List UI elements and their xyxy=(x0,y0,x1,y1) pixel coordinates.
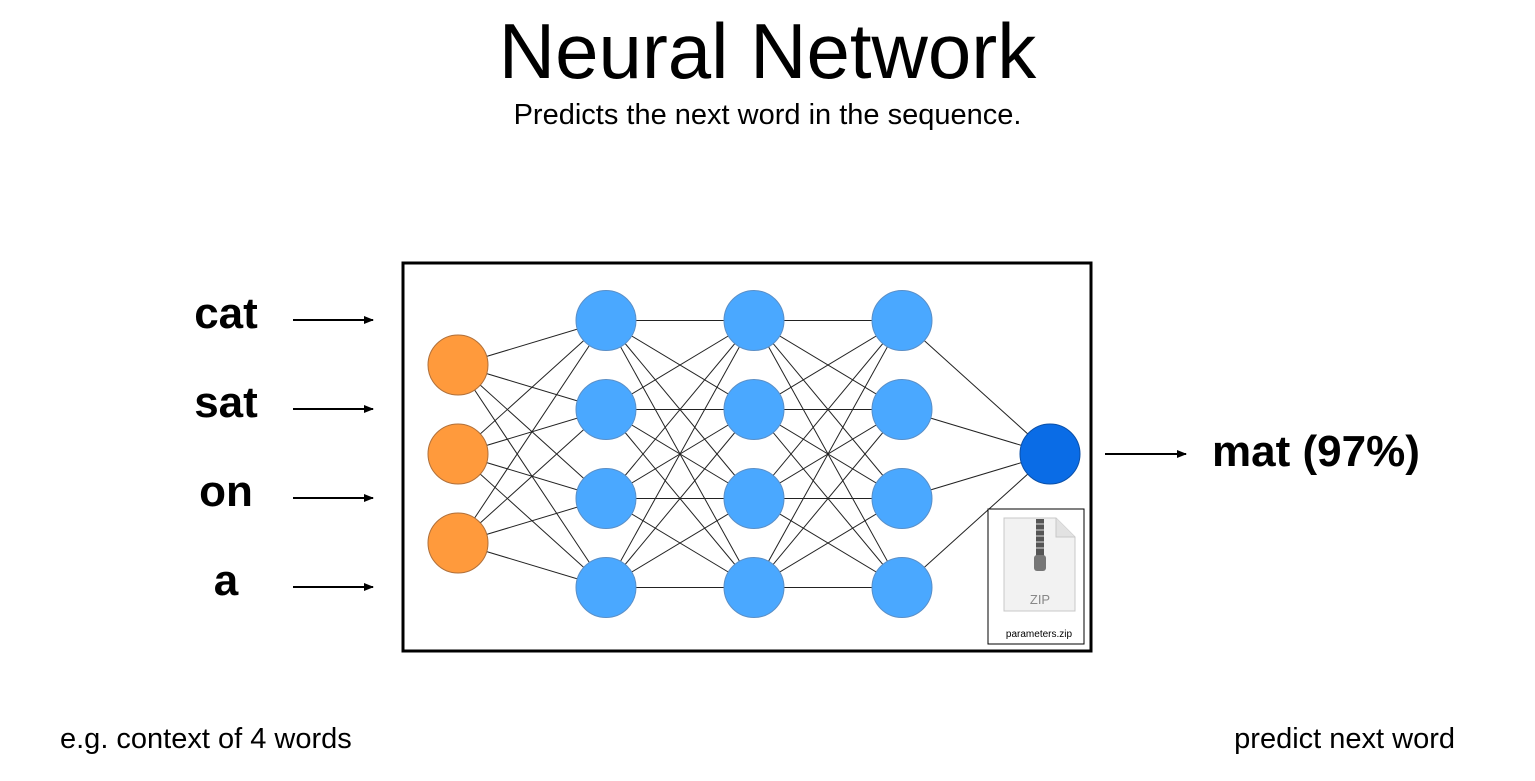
file-type-label: ZIP xyxy=(1030,592,1050,607)
page-title: Neural Network xyxy=(498,7,1037,95)
input-word-4: a xyxy=(213,556,239,605)
output-node-l4-0 xyxy=(1019,423,1081,485)
input-word-3: on xyxy=(199,467,253,516)
caption-predict: predict next word xyxy=(1234,723,1455,755)
edge-l2-2-0 xyxy=(753,320,903,499)
page-subtitle: Predicts the next word in the sequence. xyxy=(513,99,1022,131)
output-prediction: mat (97%) xyxy=(1212,427,1420,476)
input-word-1: cat xyxy=(194,289,258,338)
hidden-node-l1-2 xyxy=(575,468,637,529)
edge-l1-2-0 xyxy=(605,320,755,499)
hidden-node-l2-2 xyxy=(723,468,785,529)
input-word-2: sat xyxy=(194,378,258,427)
hidden-node-l3-0 xyxy=(871,290,933,351)
hidden-node-l1-3 xyxy=(575,557,637,618)
hidden-node-l1-1 xyxy=(575,379,637,440)
zip-file-icon xyxy=(1003,517,1076,612)
caption-context: e.g. context of 4 words xyxy=(60,723,352,755)
edge-l3-3-0 xyxy=(901,453,1051,588)
hidden-node-l1-0 xyxy=(575,290,637,351)
input-node-l0-2 xyxy=(427,512,489,574)
edge-l0-2-0 xyxy=(457,320,607,544)
edge-l2-3-0 xyxy=(753,320,903,588)
edge-l1-3-1 xyxy=(605,409,755,588)
hidden-node-l2-1 xyxy=(723,379,785,440)
input-node-l0-1 xyxy=(427,423,489,485)
edge-l0-1-0 xyxy=(457,320,607,455)
input-node-l0-0 xyxy=(427,334,489,396)
edge-l1-3-0 xyxy=(605,320,755,588)
hidden-node-l2-0 xyxy=(723,290,785,351)
hidden-node-l3-1 xyxy=(871,379,933,440)
edge-l3-0-0 xyxy=(901,320,1051,455)
hidden-node-l3-2 xyxy=(871,468,933,529)
parameters-file: ZIP parameters.zip xyxy=(987,508,1085,645)
network-nodes xyxy=(427,290,1081,618)
edge-l0-2-1 xyxy=(457,409,607,544)
file-name: parameters.zip xyxy=(1006,629,1073,640)
hidden-node-l2-3 xyxy=(723,557,785,618)
edge-l2-3-1 xyxy=(753,409,903,588)
hidden-node-l3-3 xyxy=(871,557,933,618)
